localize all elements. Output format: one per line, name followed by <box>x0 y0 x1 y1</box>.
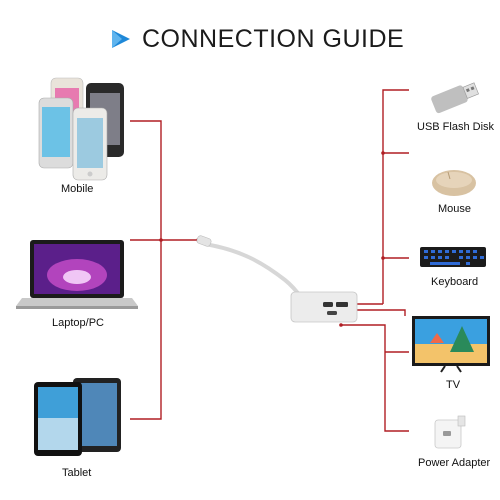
label-tv: TV <box>446 379 461 391</box>
tablet-icon <box>34 378 121 456</box>
play-arrow-icon <box>112 30 130 48</box>
tv-connector-line <box>346 309 406 316</box>
guide-title-text: CONNECTION GUIDE <box>142 24 405 53</box>
label-usb-flash-disk: USB Flash Disk <box>417 121 495 133</box>
laptop-icon <box>16 240 138 309</box>
power-connector-line <box>341 324 409 432</box>
usb-flash-disk-icon <box>431 82 479 114</box>
guide-title: CONNECTION GUIDE <box>110 22 404 56</box>
left-bus-line <box>130 120 162 420</box>
label-keyboard: Keyboard <box>431 276 479 288</box>
connector-lines <box>130 89 409 432</box>
power-adapter-icon <box>434 415 466 449</box>
usb-c-adapter-icon <box>196 235 358 323</box>
label-tablet: Tablet <box>62 467 92 479</box>
label-mobile: Mobile <box>61 183 94 195</box>
label-laptop-pc: Laptop/PC <box>52 317 104 329</box>
label-mouse: Mouse <box>438 203 472 215</box>
tv-icon <box>412 316 490 373</box>
keyboard-icon <box>420 247 486 267</box>
mouse-icon <box>432 170 476 196</box>
label-power-adapter: Power Adapter <box>418 457 491 469</box>
mobile-phones-icon <box>38 77 124 181</box>
right-bus-upper-line <box>382 89 409 304</box>
